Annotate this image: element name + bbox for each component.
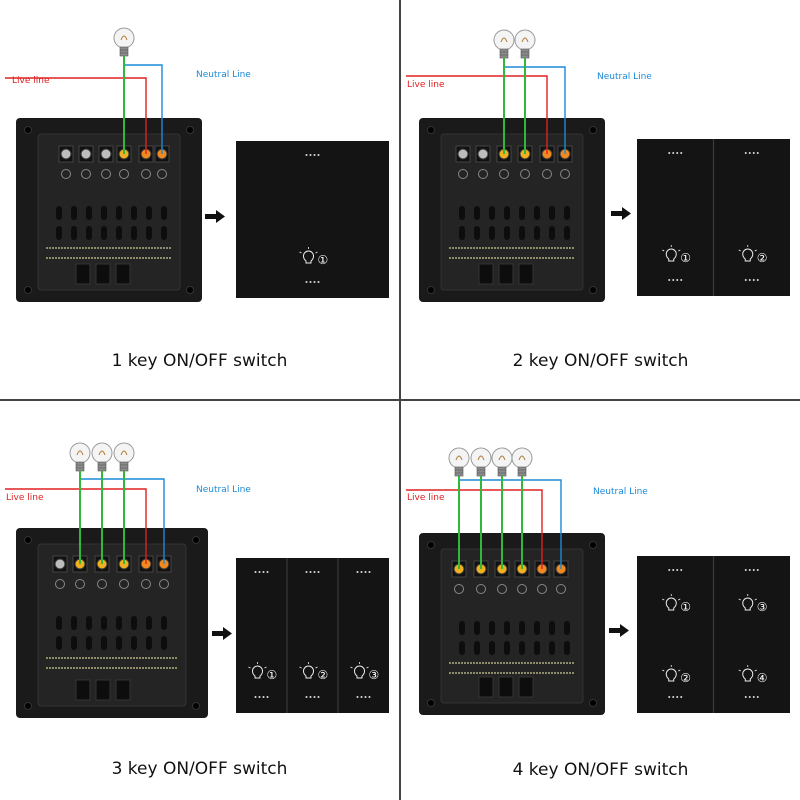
screw-hole bbox=[427, 699, 435, 707]
terminal-screw bbox=[80, 148, 92, 160]
touch-light-icon bbox=[662, 245, 681, 262]
quadrant-3-key: ① ② ③ Live line Neutral Line 3 key ON/OFF swi… bbox=[0, 401, 399, 800]
key-number: ② bbox=[757, 251, 768, 265]
key-number: ② bbox=[318, 668, 329, 682]
neutral-wire bbox=[80, 478, 165, 564]
screw-hole bbox=[589, 541, 597, 549]
bulb-icon bbox=[69, 442, 91, 472]
key-number: ③ bbox=[757, 600, 768, 614]
live-wire bbox=[5, 77, 147, 154]
live-wire bbox=[5, 488, 147, 564]
switch-module bbox=[440, 133, 584, 291]
switch-caption: 1 key ON/OFF switch bbox=[111, 351, 288, 371]
screw-hole bbox=[186, 126, 194, 134]
switch-back-panel bbox=[419, 118, 605, 302]
key-number: ① bbox=[267, 668, 278, 682]
terminal-screw bbox=[457, 148, 469, 160]
arrow-right-icon bbox=[609, 624, 629, 637]
switch-module bbox=[37, 133, 181, 291]
screw-hole bbox=[24, 126, 32, 134]
touch-light-icon bbox=[350, 662, 369, 679]
horizontal-divider bbox=[0, 399, 800, 401]
touch-light-icon bbox=[248, 662, 267, 679]
terminal-screw bbox=[477, 148, 489, 160]
touch-light-icon bbox=[738, 245, 757, 262]
screw-hole bbox=[589, 126, 597, 134]
touch-light-icon bbox=[738, 594, 757, 611]
screw-hole bbox=[427, 126, 435, 134]
live-line-label: Live line bbox=[12, 76, 50, 86]
key-number: ④ bbox=[757, 671, 768, 685]
switch-caption: 2 key ON/OFF switch bbox=[512, 351, 689, 371]
bulb-icon bbox=[470, 447, 492, 477]
live-line-label: Live line bbox=[407, 493, 445, 503]
bulb-icon bbox=[511, 447, 533, 477]
bulb-icon bbox=[493, 29, 515, 59]
wiring-diagram: ① ③ ② ④ bbox=[406, 447, 790, 715]
switch-caption: 4 key ON/OFF switch bbox=[512, 760, 689, 780]
live-wire bbox=[406, 489, 543, 569]
quadrant-1-key: ① Live line Neutral Line 1 key ON/OFF switc… bbox=[0, 0, 399, 399]
switch-back-panel bbox=[16, 528, 208, 718]
touch-light-icon bbox=[299, 662, 318, 679]
key-number: ① bbox=[680, 600, 691, 614]
bulb-icon bbox=[491, 447, 513, 477]
live-line-label: Live line bbox=[407, 80, 445, 90]
screw-hole bbox=[427, 541, 435, 549]
neutral-line-label: Neutral Line bbox=[196, 485, 251, 495]
key-number: ① bbox=[318, 253, 329, 267]
switch-module bbox=[37, 543, 187, 707]
screw-hole bbox=[24, 536, 32, 544]
arrow-right-icon bbox=[212, 627, 232, 640]
neutral-line-label: Neutral Line bbox=[196, 70, 251, 80]
live-wire bbox=[406, 75, 548, 154]
bulb-icon bbox=[113, 442, 135, 472]
arrow-right-icon bbox=[611, 207, 631, 220]
neutral-wire bbox=[124, 64, 163, 154]
screw-hole bbox=[24, 286, 32, 294]
neutral-line-label: Neutral Line bbox=[593, 487, 648, 497]
touch-light-icon bbox=[738, 665, 757, 682]
switch-front-panel: ① ② ③ bbox=[236, 558, 389, 713]
bulb-icon bbox=[91, 442, 113, 472]
screw-hole bbox=[427, 286, 435, 294]
switch-back-panel bbox=[16, 118, 202, 302]
terminal-screw bbox=[100, 148, 112, 160]
neutral-wire bbox=[459, 479, 562, 569]
arrow-right-icon bbox=[205, 210, 225, 223]
touch-light-icon bbox=[299, 247, 318, 264]
screw-hole bbox=[589, 699, 597, 707]
screw-hole bbox=[192, 702, 200, 710]
terminal-screw bbox=[60, 148, 72, 160]
wiring-diagram: ① ② ③ bbox=[5, 442, 389, 718]
key-number: ① bbox=[680, 251, 691, 265]
terminal-screw bbox=[54, 558, 66, 570]
screw-hole bbox=[192, 536, 200, 544]
key-number: ③ bbox=[369, 668, 380, 682]
switch-front-panel: ① bbox=[236, 141, 389, 298]
screw-hole bbox=[24, 702, 32, 710]
touch-light-icon bbox=[662, 594, 681, 611]
bulb-icon bbox=[113, 27, 135, 57]
bulb-icon bbox=[448, 447, 470, 477]
screw-hole bbox=[186, 286, 194, 294]
key-number: ② bbox=[680, 671, 691, 685]
neutral-line-label: Neutral Line bbox=[597, 72, 652, 82]
touch-light-icon bbox=[662, 665, 681, 682]
switch-back-panel bbox=[419, 533, 605, 715]
wiring-diagram: ① bbox=[5, 27, 389, 302]
live-line-label: Live line bbox=[6, 493, 44, 503]
bulb-icon bbox=[514, 29, 536, 59]
screw-hole bbox=[589, 286, 597, 294]
quadrant-4-key: ① ③ ② ④ Live line Neutral Line 4 key ON/OFF sw… bbox=[401, 401, 800, 800]
switch-front-panel: ① ③ ② ④ bbox=[637, 556, 790, 713]
switch-caption: 3 key ON/OFF switch bbox=[111, 759, 288, 779]
